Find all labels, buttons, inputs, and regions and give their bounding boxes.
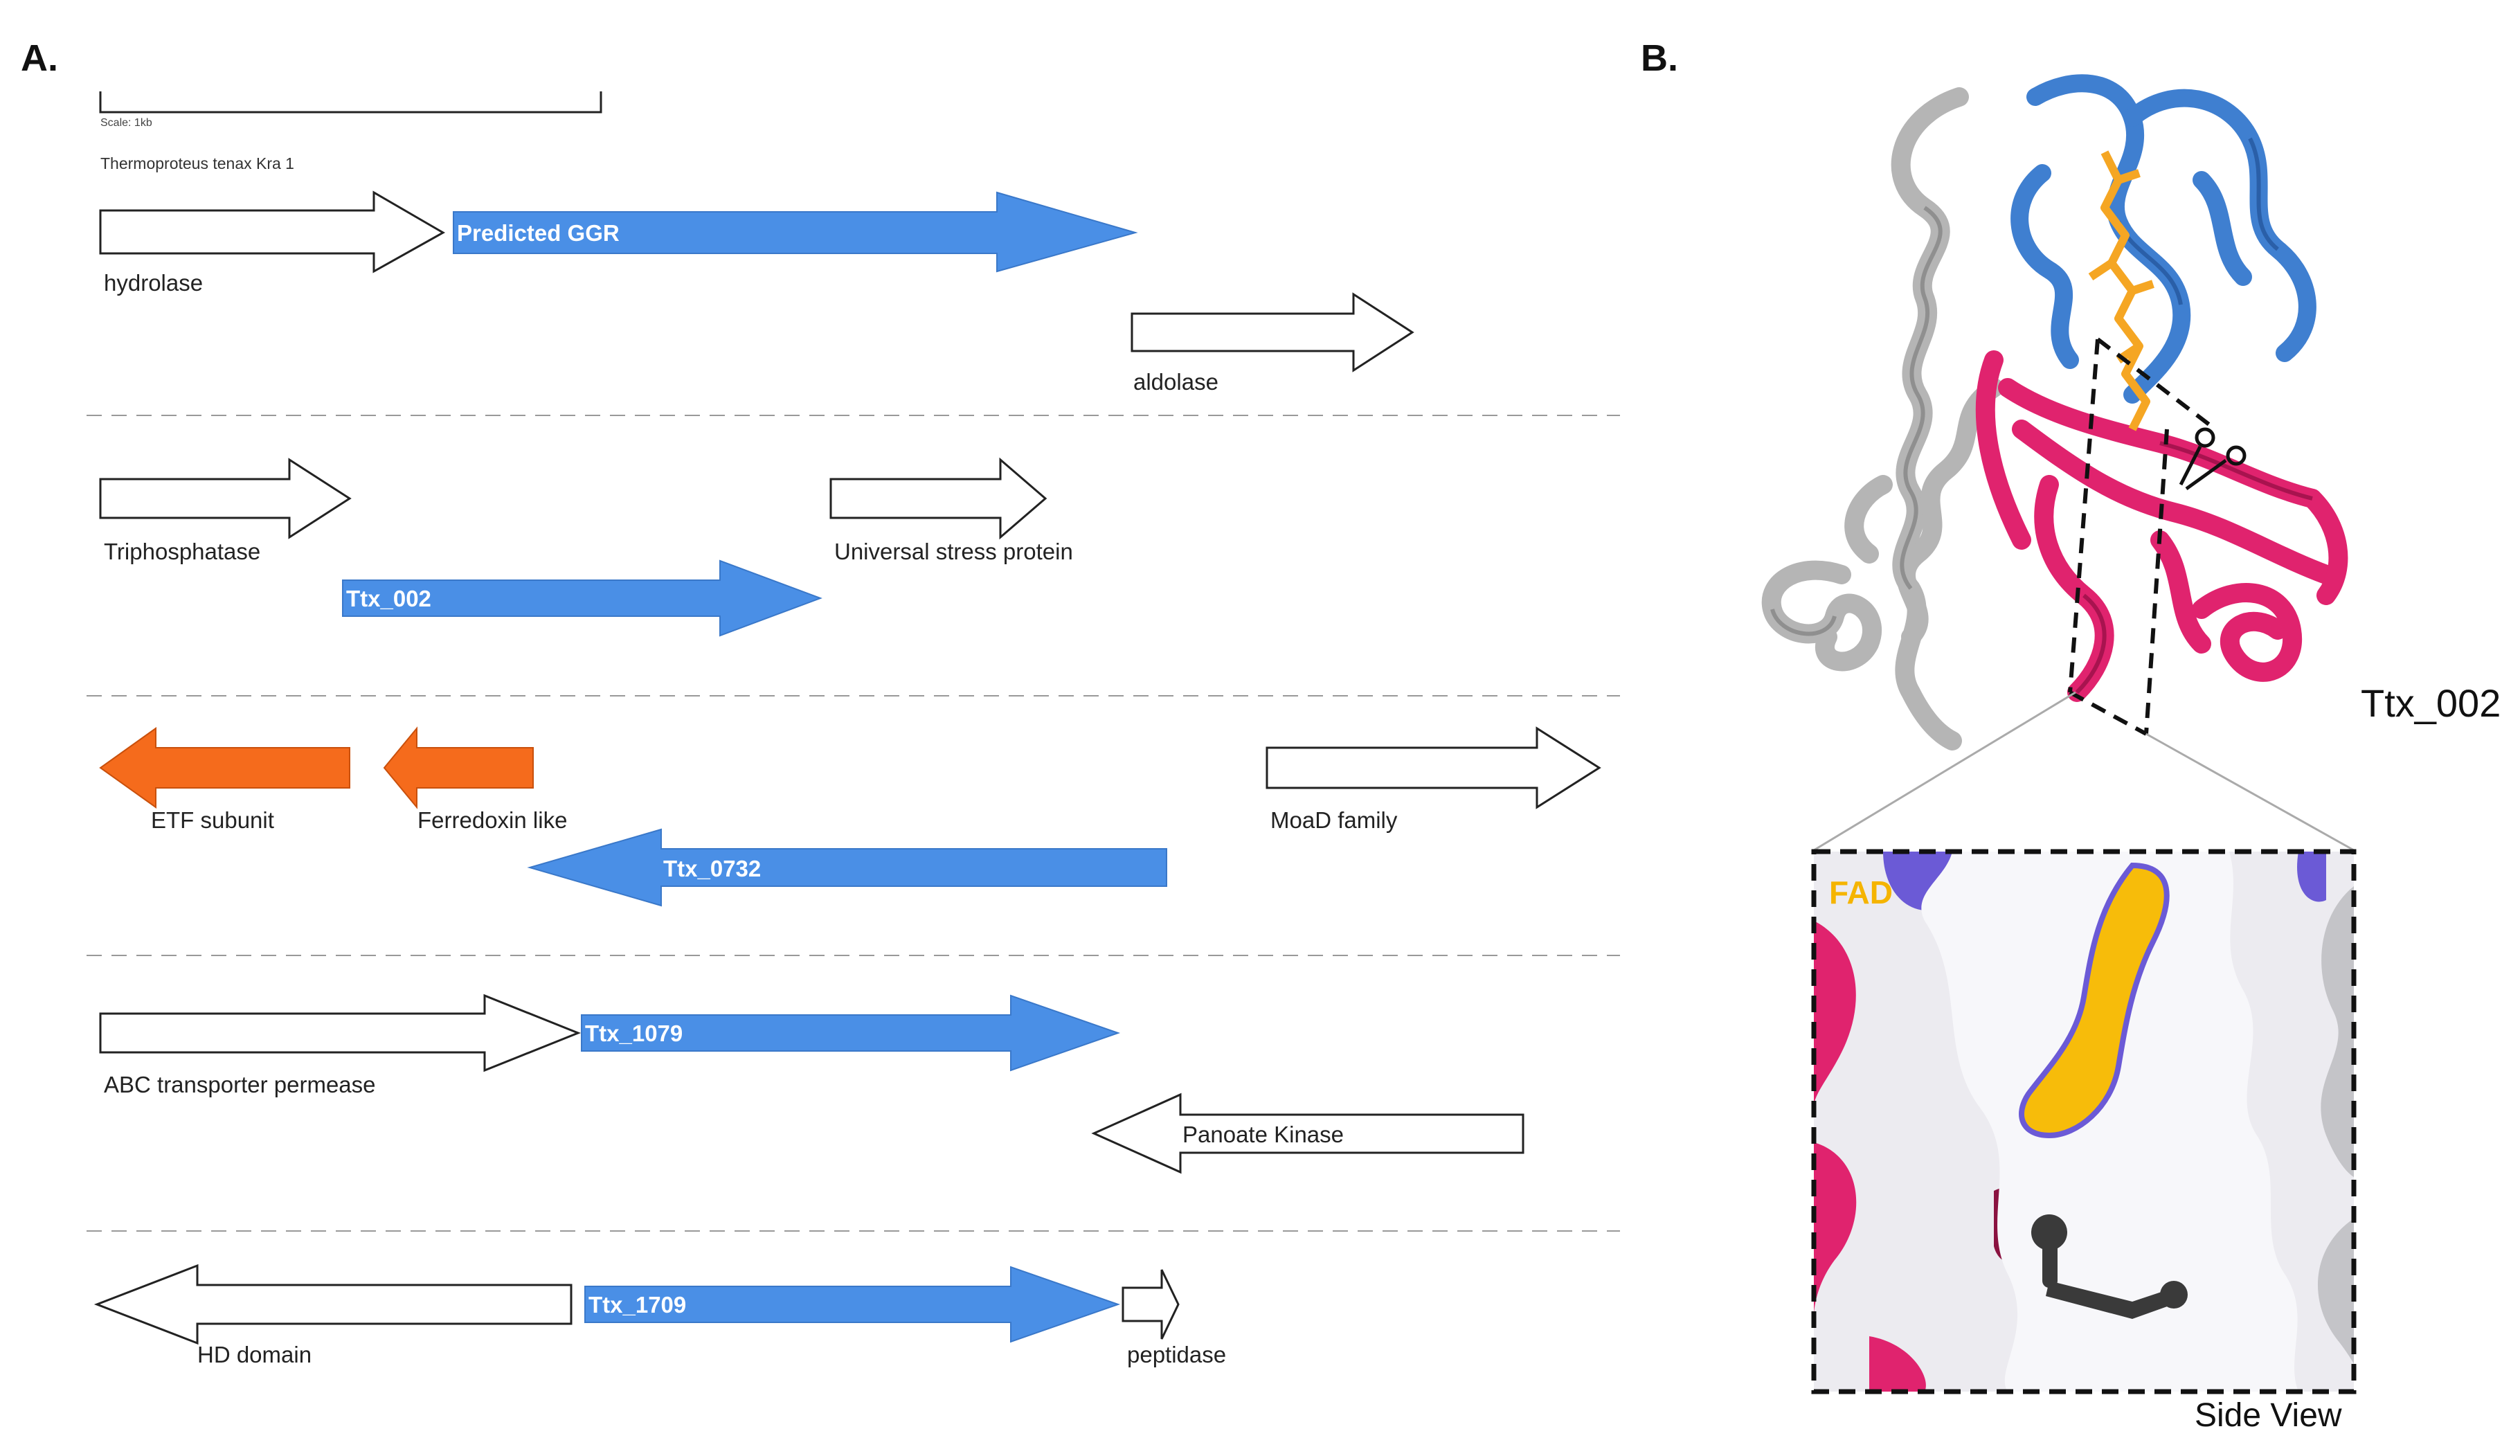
pink-domain-shade bbox=[2075, 441, 2313, 694]
gene-ttx0732-arrow bbox=[527, 828, 1167, 907]
gene-usp-arrow bbox=[829, 457, 1047, 540]
gene-peptidase-label: peptidase bbox=[1127, 1342, 1226, 1367]
gene-row-5: HD domain Ttx_1709 peptidase bbox=[93, 1264, 1226, 1367]
gene-row-1: hydrolase Predicted GGR aldolase bbox=[99, 190, 1414, 395]
gene-aldolase-label: aldolase bbox=[1133, 369, 1218, 395]
gene-ggr-arrow bbox=[453, 191, 1138, 273]
zoom-line-left bbox=[1813, 691, 2076, 852]
protein-structure bbox=[1761, 74, 2348, 751]
gene-row-4: ABC transporter permease Ttx_1079 Panoat… bbox=[99, 994, 1524, 1174]
gene-ttx0732-label: Ttx_0732 bbox=[663, 856, 761, 881]
gene-triphosphatase-label: Triphosphatase bbox=[104, 539, 260, 564]
gene-moad-label: MoaD family bbox=[1270, 807, 1398, 833]
gene-ttx1709-arrow bbox=[584, 1266, 1121, 1343]
gene-ttx1079-label: Ttx_1079 bbox=[585, 1021, 683, 1046]
structure-label: Ttx_002 bbox=[2361, 681, 2501, 725]
inset-fad-label: FAD bbox=[1829, 874, 1893, 910]
gene-peptidase-arrow bbox=[1122, 1269, 1180, 1340]
surface-inset bbox=[1811, 849, 2357, 1394]
gene-ferredoxin-arrow bbox=[383, 726, 534, 809]
grey-helices-shade bbox=[1770, 206, 1943, 636]
organism-label: Thermoproteus tenax Kra 1 bbox=[100, 154, 294, 172]
gene-aldolase-arrow bbox=[1131, 292, 1414, 372]
gene-ttx1079-arrow bbox=[581, 994, 1121, 1072]
panel-b-letter: B. bbox=[1641, 37, 1678, 79]
gene-abc-arrow bbox=[99, 994, 582, 1072]
pink-domain bbox=[1975, 350, 2348, 702]
gene-row-2: Triphosphatase Universal stress protein … bbox=[99, 457, 1073, 637]
gene-moad-arrow bbox=[1266, 726, 1601, 809]
gene-ttx002-label: Ttx_002 bbox=[346, 586, 431, 611]
fad-cofactor bbox=[2088, 150, 2154, 431]
panel-a-letter: A. bbox=[21, 37, 58, 79]
gene-triphosphatase-arrow bbox=[99, 458, 352, 539]
zoom-line-right bbox=[2145, 733, 2355, 852]
scale-label: Scale: 1kb bbox=[100, 117, 152, 129]
scale-bar bbox=[99, 91, 602, 114]
inset-frame bbox=[1811, 849, 2357, 1394]
gene-ttx002-arrow bbox=[342, 559, 822, 637]
gene-abc-label: ABC transporter permease bbox=[104, 1072, 376, 1097]
gene-panoate-label: Panoate Kinase bbox=[1182, 1122, 1344, 1147]
gene-ferredoxin-label: Ferredoxin like bbox=[417, 807, 567, 833]
gene-etf-arrow bbox=[99, 727, 350, 809]
gene-ggr-label: Predicted GGR bbox=[457, 220, 620, 246]
gene-hydrolase-arrow bbox=[99, 190, 446, 273]
gene-usp-label: Universal stress protein bbox=[834, 539, 1073, 564]
gene-hydrolase-label: hydrolase bbox=[104, 270, 203, 296]
scissors-icon bbox=[2179, 427, 2247, 491]
slice-guides bbox=[2068, 337, 2217, 736]
gene-panoate-arrow bbox=[1091, 1093, 1524, 1174]
grey-helices bbox=[1761, 87, 2004, 751]
gene-etf-label: ETF subunit bbox=[151, 807, 274, 833]
blue-domain bbox=[2010, 74, 2316, 404]
gene-row-3: ETF subunit Ferredoxin like MoaD family … bbox=[99, 726, 1601, 907]
gene-hd-arrow bbox=[93, 1264, 573, 1345]
gene-ttx1709-label: Ttx_1709 bbox=[588, 1292, 686, 1318]
side-view-label: Side View bbox=[2195, 1397, 2342, 1434]
gene-hd-label: HD domain bbox=[197, 1342, 312, 1367]
